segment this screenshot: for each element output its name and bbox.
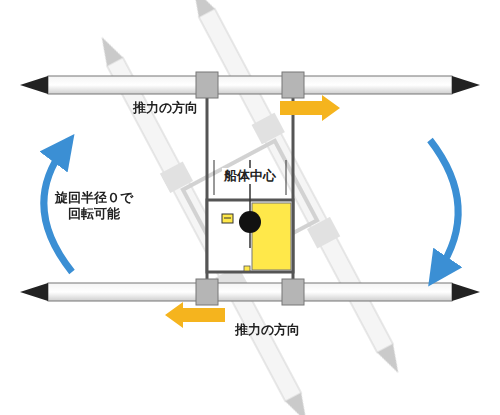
thrust-arrow <box>165 302 225 328</box>
thrust-label: 推力の方向 <box>133 100 198 116</box>
rotated-ghost <box>90 0 409 415</box>
center-label: 船体中心 <box>222 168 278 184</box>
rotation-arrow <box>430 140 458 272</box>
pontoon <box>20 283 480 301</box>
thrust-label: 推力の方向 <box>235 322 300 338</box>
pontoon <box>20 76 480 94</box>
rotation-arrow <box>44 148 72 272</box>
rotation-note: 旋回半径０で 回転可能 <box>52 190 135 223</box>
thrust-arrow <box>280 95 340 121</box>
frame <box>207 85 293 292</box>
